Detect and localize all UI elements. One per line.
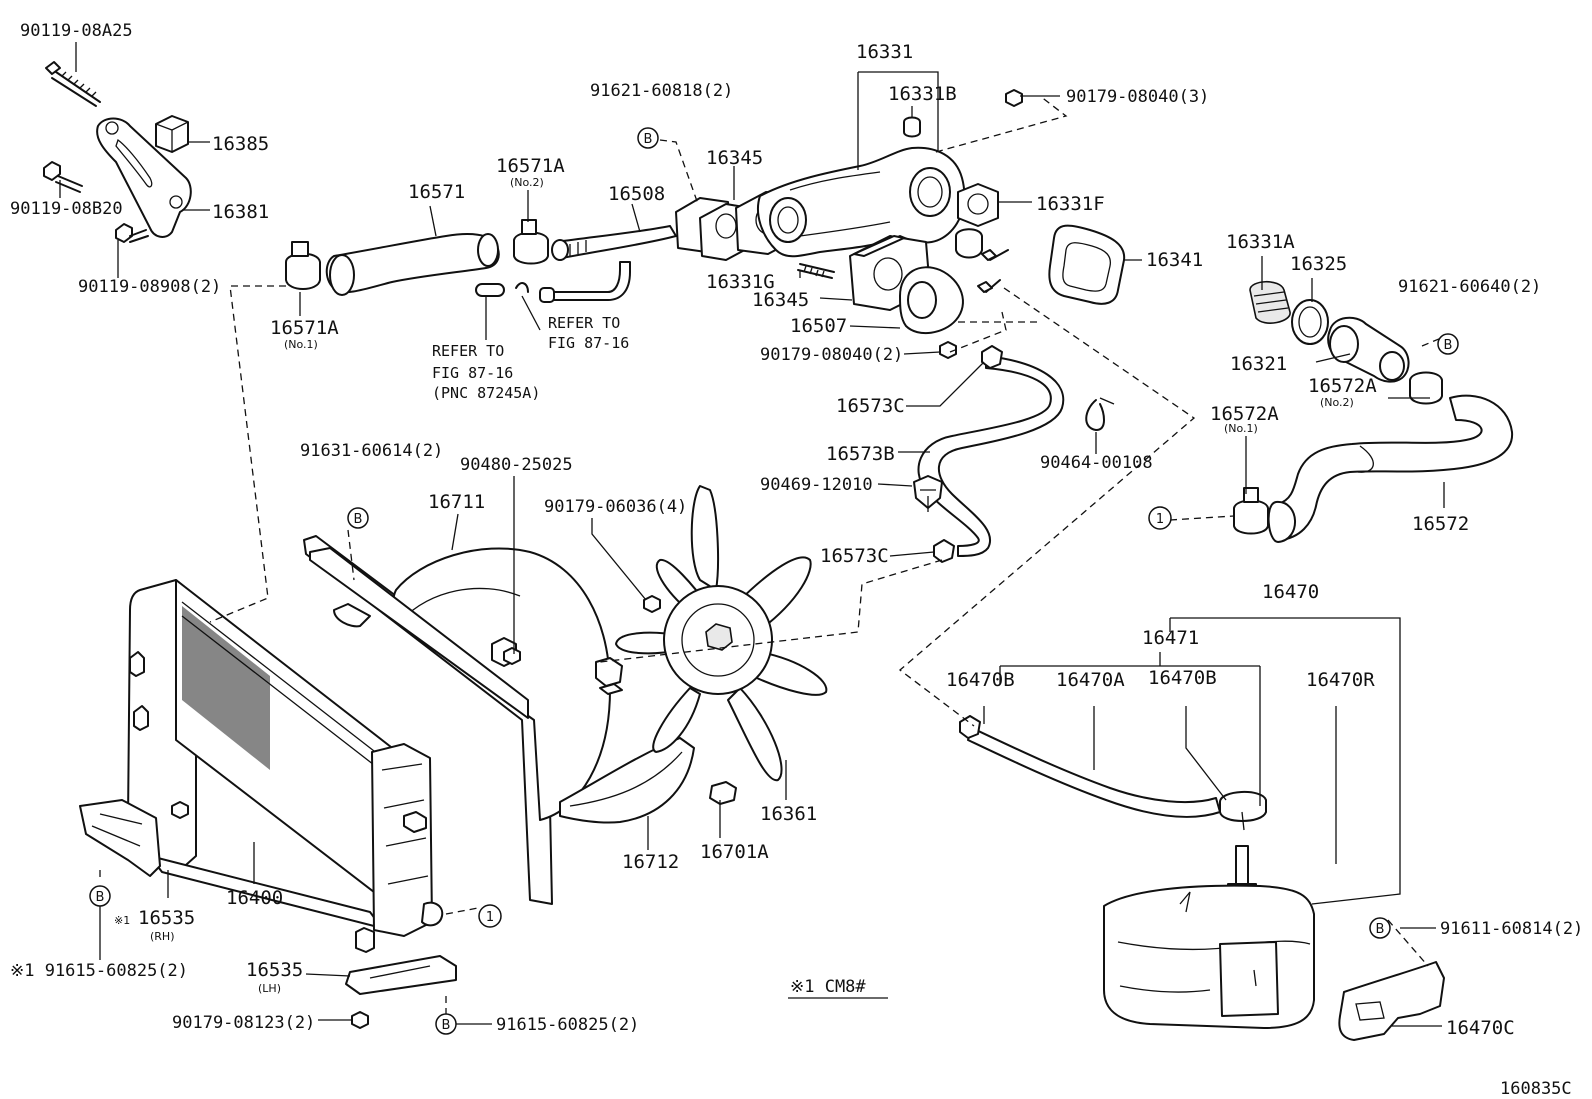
- label-16535-rh: 16535: [138, 907, 195, 929]
- svg-text:B: B: [644, 132, 653, 147]
- label-16345-bot: 16345: [752, 289, 809, 311]
- label-16508: 16508: [608, 183, 665, 205]
- label-16507: 16507: [790, 315, 847, 337]
- label-16331G: 16331G: [706, 271, 775, 293]
- label-90464-00108: 90464-00108: [1040, 453, 1153, 473]
- label-16573C-top: 16573C: [836, 395, 905, 417]
- label-16400: 16400: [226, 887, 283, 909]
- radiator-group: [126, 579, 444, 953]
- label-ref1-b: FIG 87-16: [432, 364, 513, 382]
- marker-b-6: B: [1369, 917, 1391, 939]
- label-90179-06036: 90179-06036(4): [544, 497, 687, 517]
- label-91621-60640: 91621-60640(2): [1398, 277, 1541, 297]
- bypass-hose-group: [877, 345, 1115, 563]
- label-ref1-c: (PNC 87245A): [432, 384, 540, 402]
- label-16470B-right: 16470B: [1148, 667, 1217, 689]
- label-16470R: 16470R: [1306, 669, 1375, 691]
- svg-text:1: 1: [486, 910, 494, 925]
- label-16712: 16712: [622, 851, 679, 873]
- label-91631-60614: 91631-60614(2): [300, 441, 443, 461]
- label-90179-08040-3: 90179-08040(3): [1066, 87, 1209, 107]
- label-16573C-bot: 16573C: [820, 545, 889, 567]
- radiator-support-group: [79, 799, 492, 1029]
- label-16345-top: 16345: [706, 147, 763, 169]
- label-16572: 16572: [1412, 513, 1469, 535]
- label-90119-08908: 90119-08908(2): [78, 277, 221, 297]
- label-no1-a: (No.1): [284, 338, 318, 351]
- label-ref2-a: REFER TO: [548, 314, 620, 332]
- figure-id: 160835C: [1500, 1079, 1572, 1099]
- label-16571A-no2: 16571A: [496, 155, 565, 177]
- label-16470C: 16470C: [1446, 1017, 1515, 1039]
- label-90179-08040-2: 90179-08040(2): [760, 345, 903, 365]
- label-16470B-left: 16470B: [946, 669, 1015, 691]
- label-16385: 16385: [212, 133, 269, 155]
- label-16331B: 16331B: [888, 83, 957, 105]
- label-no1-b: (No.1): [1224, 422, 1258, 435]
- label-16331F: 16331F: [1036, 193, 1105, 215]
- reservoir-group: [959, 617, 1445, 1041]
- bypass-pipe-group: [539, 203, 677, 303]
- label-16331A: 16331A: [1226, 231, 1295, 253]
- marker-b-2: B: [1437, 333, 1459, 355]
- svg-text:B: B: [1444, 338, 1453, 353]
- label-16325: 16325: [1290, 253, 1347, 275]
- label-16471: 16471: [1142, 627, 1199, 649]
- label-16470: 16470: [1262, 581, 1319, 603]
- label-91621-60818: 91621-60818(2): [590, 81, 733, 101]
- thermostat-inlet-group: [1233, 256, 1514, 543]
- marker-b-3: B: [347, 507, 369, 529]
- label-16361: 16361: [760, 803, 817, 825]
- label-rh: (RH): [150, 930, 175, 943]
- alternator-bracket-group: [43, 42, 210, 278]
- label-16571: 16571: [408, 181, 465, 203]
- water-outlet-group: [675, 71, 1142, 359]
- connection-lines: [99, 95, 1447, 1014]
- label-16572A-no2: 16572A: [1308, 375, 1377, 397]
- part-labels: 90119-08A25 16385 90119-08B20 16381 9011…: [10, 21, 1583, 1099]
- label-16535-lh: 16535: [246, 959, 303, 981]
- label-16321: 16321: [1230, 353, 1287, 375]
- label-ref1-a: REFER TO: [432, 342, 504, 360]
- marker-b-5: B: [435, 1013, 457, 1035]
- svg-text:1: 1: [1156, 512, 1164, 527]
- label-star1: ※1: [114, 914, 130, 927]
- label-90469-12010: 90469-12010: [760, 475, 873, 495]
- label-90119-08A25: 90119-08A25: [20, 21, 133, 41]
- label-lh: (LH): [258, 982, 281, 995]
- label-90480-25025: 90480-25025: [460, 455, 573, 475]
- label-91615-60825-left: ※1 91615-60825(2): [10, 961, 188, 981]
- label-16341: 16341: [1146, 249, 1203, 271]
- fan-shroud-group: [303, 476, 737, 905]
- marker-1-b: 1: [478, 904, 502, 928]
- label-91611-60814: 91611-60814(2): [1440, 919, 1583, 939]
- svg-text:B: B: [354, 512, 363, 527]
- label-16711: 16711: [428, 491, 485, 513]
- label-16331: 16331: [856, 41, 913, 63]
- label-90179-08123: 90179-08123(2): [172, 1013, 315, 1033]
- marker-1-a: 1: [1148, 506, 1172, 530]
- reference-markers: B B B B B B 1 1: [89, 127, 1459, 1035]
- label-ref2-b: FIG 87-16: [548, 334, 629, 352]
- label-16470A: 16470A: [1056, 669, 1125, 691]
- label-16701A: 16701A: [700, 841, 769, 863]
- label-16572A-no1: 16572A: [1210, 403, 1279, 425]
- marker-b-1: B: [637, 127, 659, 149]
- label-90119-08B20: 90119-08B20: [10, 199, 123, 219]
- marker-b-4: B: [89, 885, 111, 907]
- cooling-fan-group: [615, 485, 828, 800]
- label-no2-b: (No.2): [1320, 396, 1354, 409]
- label-16573B: 16573B: [826, 443, 895, 465]
- svg-text:B: B: [1376, 922, 1385, 937]
- upper-radiator-hose-group: [285, 190, 549, 340]
- label-no2-a: (No.2): [510, 176, 544, 189]
- svg-text:B: B: [96, 890, 105, 905]
- label-91615-60825-right: 91615-60825(2): [496, 1015, 639, 1035]
- note-cm8: ※1 CM8#: [790, 977, 866, 997]
- label-16571A-no1: 16571A: [270, 317, 339, 339]
- svg-text:B: B: [442, 1018, 451, 1033]
- label-16381: 16381: [212, 201, 269, 223]
